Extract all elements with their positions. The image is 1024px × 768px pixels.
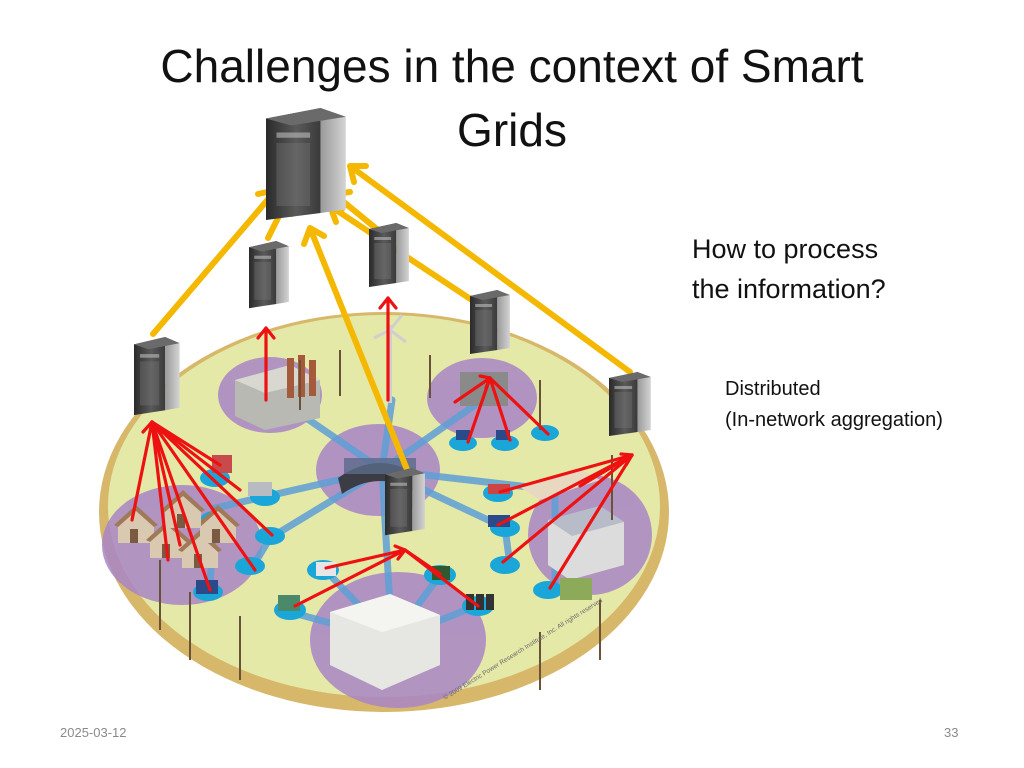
footer-date: 2025-03-12 [60, 725, 127, 740]
server-top-icon [266, 108, 346, 220]
answer-line-1: Distributed [725, 378, 821, 400]
question-line-1: How to process [692, 234, 879, 264]
title-line-2: Grids [457, 104, 567, 156]
title-line-1: Challenges in the context of Smart [160, 40, 864, 92]
page-number: 33 [944, 725, 959, 740]
answer-line-2: (In-network aggregation) [725, 409, 943, 431]
question-line-2: the information? [692, 274, 886, 304]
slide-title: Challenges in the context of Smart Grids [60, 34, 964, 162]
local-data-arrows [130, 296, 634, 608]
answer-text: Distributed (In-network aggregation) [725, 374, 943, 436]
server-mid-icon [369, 223, 409, 287]
power-poles [159, 350, 613, 690]
server-upper-left-icon [249, 241, 289, 309]
question-text: How to process the information? [692, 229, 886, 309]
server-left-icon [134, 337, 180, 416]
server-right-icon [470, 290, 510, 354]
server-far-right-icon [609, 372, 651, 436]
server-center-icon [385, 468, 425, 536]
